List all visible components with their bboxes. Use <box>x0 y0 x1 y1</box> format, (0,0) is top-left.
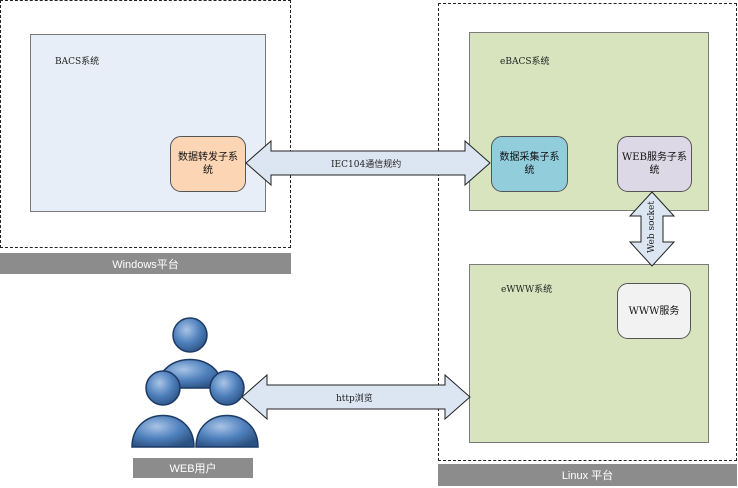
linux-platform-label: Linux 平台 <box>438 464 737 486</box>
linux-platform-container <box>438 3 737 461</box>
users-group-icon <box>131 317 259 448</box>
data-collection-subsystem-box: 数据采集子系统 <box>491 136 568 192</box>
www-service-box: WWW服务 <box>617 283 691 339</box>
web-users-label: WEB用户 <box>133 458 253 478</box>
web-service-subsystem-box: WEB服务子系统 <box>617 136 692 192</box>
websocket-arrow <box>628 191 676 267</box>
iec104-label: IEC104通信规约 <box>331 160 402 170</box>
windows-platform-label: Windows平台 <box>0 253 291 274</box>
data-forwarding-subsystem-box: 数据转发子系统 <box>170 136 246 192</box>
windows-platform-container <box>0 0 291 248</box>
http-arrow <box>241 373 471 421</box>
websocket-label: Web socket <box>647 201 657 253</box>
ebacs-system-title: eBACS系统 <box>500 57 550 67</box>
ewww-system-title: eWWW系统 <box>501 285 553 295</box>
http-label: http浏览 <box>336 394 373 404</box>
iec104-arrow <box>245 139 491 187</box>
bacs-system-title: BACS系统 <box>55 57 100 67</box>
